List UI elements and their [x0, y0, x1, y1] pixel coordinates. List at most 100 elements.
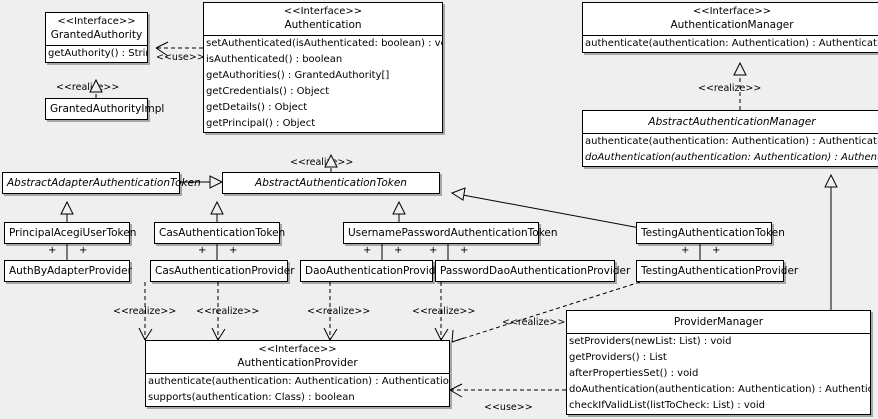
- class-granted-authority[interactable]: <<Interface>> GrantedAuthority getAuthor…: [45, 12, 148, 63]
- generalization-arrow-provider-manager: [824, 173, 838, 188]
- class-name: AbstractAdapterAuthenticationToken: [7, 177, 201, 189]
- class-name: AbstractAuthenticationManager: [648, 116, 816, 128]
- divider: [583, 35, 878, 36]
- class-header: TestingAuthenticationProvider: [637, 261, 799, 281]
- class-name: Authentication: [284, 19, 362, 31]
- class-authentication-manager[interactable]: <<Interface>> AuthenticationManager auth…: [582, 2, 878, 53]
- class-header: PasswordDaoAuthenticationProvider: [436, 261, 631, 281]
- class-dao-authentication-provider[interactable]: DaoAuthenticationProvider: [300, 260, 447, 282]
- member-item: getCredentials() : Object: [206, 86, 330, 97]
- class-header: <<Interface>> GrantedAuthority: [46, 13, 147, 45]
- multiplicity-marker: +: [460, 245, 469, 256]
- class-auth-by-adapter-provider[interactable]: AuthByAdapterProvider: [4, 260, 132, 282]
- class-name: PasswordDaoAuthenticationProvider: [440, 265, 631, 277]
- use-arrowhead-provider-manager: [449, 383, 463, 398]
- divider: [567, 333, 870, 334]
- multiplicity-marker: +: [429, 245, 438, 256]
- stereotype-label: <<Interface>>: [258, 344, 337, 355]
- realize-arrowhead-provider-manager: [451, 329, 465, 343]
- label-realize-abstract-auth-manager: <<realize>>: [698, 83, 762, 94]
- class-header: DaoAuthenticationProvider: [301, 261, 447, 281]
- realize-arrowhead-password-dao-provider: [434, 327, 449, 341]
- class-header: PrincipalAcegiUserToken: [5, 223, 136, 243]
- member-list: authenticate(authentication: Authenticat…: [583, 36, 878, 52]
- label-realize-dao-provider: <<realize>>: [307, 306, 371, 317]
- class-password-dao-authentication-provider[interactable]: PasswordDaoAuthenticationProvider: [435, 260, 631, 282]
- generalization-arrow-abstract-auth-token-left: [209, 175, 224, 189]
- realize-arrowhead-dao-provider: [323, 327, 338, 341]
- generalization-arrow-userpass-token: [392, 200, 406, 215]
- class-name: AuthenticationManager: [670, 19, 794, 31]
- realize-arrowhead-auth-by-adapter: [138, 327, 153, 341]
- label-use-provider-manager: <<use>>: [484, 402, 533, 413]
- stereotype-label: <<Interface>>: [692, 6, 772, 17]
- member-item: setProviders(newList: List) : void: [569, 336, 732, 347]
- divider: [204, 35, 442, 36]
- realize-arrow-authentication-manager: [733, 61, 747, 76]
- member-item: doAuthentication(authentication: Authent…: [585, 152, 878, 163]
- class-header: CasAuthenticationToken: [155, 223, 286, 243]
- member-list: authenticate(authentication: Authenticat…: [146, 374, 449, 406]
- class-name: AuthenticationProvider: [237, 357, 358, 369]
- divider: [146, 373, 449, 374]
- member-item: supports(authentication: Class) : boolea…: [148, 392, 355, 403]
- multiplicity-marker: +: [48, 245, 57, 256]
- class-name: UsernamePasswordAuthenticationToken: [348, 227, 558, 239]
- class-abstract-adapter-authentication-token[interactable]: AbstractAdapterAuthenticationToken: [2, 172, 201, 194]
- member-item: authenticate(authentication: Authenticat…: [585, 38, 878, 49]
- class-name: AbstractAuthenticationToken: [255, 177, 407, 189]
- member-item: setAuthenticated(isAuthenticated: boolea…: [206, 38, 442, 49]
- label-realize-provider-manager: <<realize>>: [502, 317, 566, 328]
- class-name: GrantedAuthority: [50, 29, 143, 41]
- member-item: checkIfValidList(listToCheck: List) : vo…: [569, 400, 766, 411]
- class-principal-acegi-user-token[interactable]: PrincipalAcegiUserToken: [4, 222, 136, 244]
- multiplicity-marker: +: [79, 245, 88, 256]
- class-cas-authentication-token[interactable]: CasAuthenticationToken: [154, 222, 286, 244]
- member-item: getDetails() : Object: [206, 102, 308, 113]
- class-username-password-authentication-token[interactable]: UsernamePasswordAuthenticationToken: [343, 222, 558, 244]
- member-list: setProviders(newList: List) : void getPr…: [567, 334, 870, 414]
- class-authentication[interactable]: <<Interface>> Authentication setAuthenti…: [203, 2, 443, 133]
- class-abstract-authentication-manager[interactable]: AbstractAuthenticationManager authentica…: [582, 110, 878, 167]
- class-name: TestingAuthenticationProvider: [641, 265, 799, 277]
- class-abstract-authentication-token[interactable]: AbstractAuthenticationToken: [222, 172, 440, 194]
- member-item: doAuthentication(authentication: Authent…: [569, 384, 870, 395]
- class-header: GrantedAuthorityImpl: [46, 99, 164, 119]
- class-name: CasAuthenticationToken: [159, 227, 286, 239]
- divider: [46, 45, 147, 46]
- stereotype-label: <<Interface>>: [57, 16, 136, 27]
- class-authentication-provider[interactable]: <<Interface>> AuthenticationProvider aut…: [145, 340, 450, 407]
- generalization-arrow-cas-token: [210, 200, 224, 215]
- class-header: CasAuthenticationProvider: [151, 261, 295, 281]
- class-cas-authentication-provider[interactable]: CasAuthenticationProvider: [150, 260, 295, 282]
- multiplicity-marker: +: [363, 245, 372, 256]
- label-use-granted-authority: <<use>>: [156, 52, 205, 63]
- realize-arrowhead-cas-provider: [211, 327, 226, 341]
- class-name: ProviderManager: [673, 316, 764, 328]
- multiplicity-marker: +: [712, 245, 721, 256]
- class-header: UsernamePasswordAuthenticationToken: [344, 223, 558, 243]
- member-item: getAuthorities() : GrantedAuthority[]: [206, 70, 390, 81]
- multiplicity-marker: +: [394, 245, 403, 256]
- divider: [583, 133, 878, 134]
- class-name: DaoAuthenticationProvider: [305, 265, 447, 277]
- class-testing-authentication-token[interactable]: TestingAuthenticationToken: [636, 222, 785, 244]
- member-item: authenticate(authentication: Authenticat…: [148, 376, 449, 387]
- label-realize-granted-authority-impl: <<realize>>: [56, 82, 120, 93]
- generalization-arrow-principal-token: [60, 200, 74, 215]
- member-list: setAuthenticated(isAuthenticated: boolea…: [204, 36, 442, 132]
- class-header: <<Interface>> AuthenticationProvider: [146, 341, 449, 373]
- class-granted-authority-impl[interactable]: GrantedAuthorityImpl: [45, 98, 164, 120]
- multiplicity-marker: +: [229, 245, 238, 256]
- member-item: getProviders() : List: [569, 352, 667, 363]
- member-list: authenticate(authentication: Authenticat…: [583, 134, 878, 166]
- class-testing-authentication-provider[interactable]: TestingAuthenticationProvider: [636, 260, 799, 282]
- class-provider-manager[interactable]: ProviderManager setProviders(newList: Li…: [566, 310, 871, 415]
- multiplicity-marker: +: [681, 245, 690, 256]
- class-header: AbstractAdapterAuthenticationToken: [3, 173, 201, 193]
- class-header: AuthByAdapterProvider: [5, 261, 132, 281]
- label-realize-auth-by-adapter: <<realize>>: [113, 306, 177, 317]
- class-header: <<Interface>> AuthenticationManager: [583, 3, 878, 35]
- class-name: CasAuthenticationProvider: [155, 265, 295, 277]
